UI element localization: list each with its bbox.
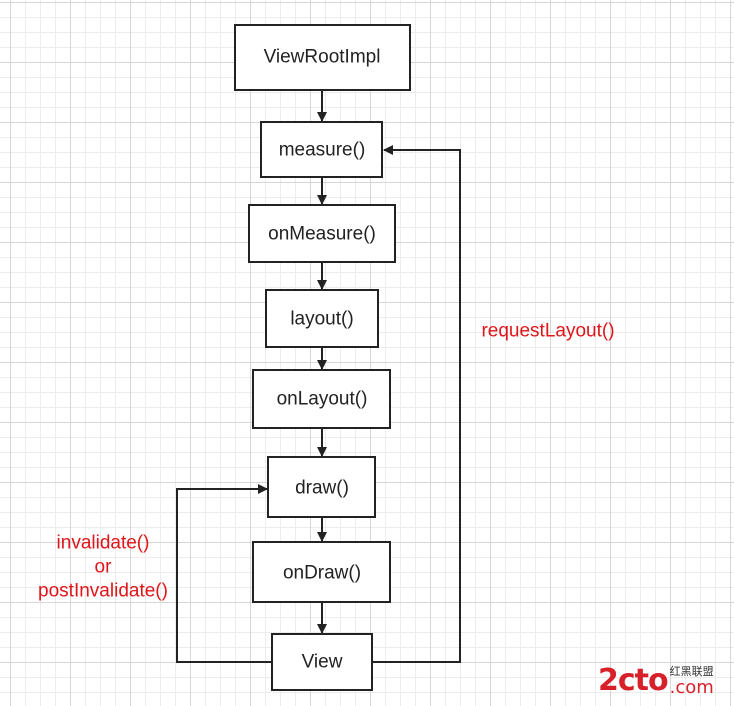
- node-label: layout(): [290, 309, 353, 330]
- arrow-invalidate-loop: [176, 484, 271, 663]
- edge-label-post-invalidate: postInvalidate(): [38, 581, 168, 602]
- watermark-side: 红黑联盟 .com: [670, 665, 714, 698]
- edge-label-request-layout: requestLayout(): [481, 321, 614, 342]
- node-label: onMeasure(): [268, 224, 376, 245]
- edge-label-invalidate: invalidate(): [57, 533, 150, 554]
- node-label: View: [302, 652, 343, 673]
- node-view: View: [271, 633, 373, 691]
- watermark-main: 2cto: [598, 663, 669, 698]
- node-ondraw: onDraw(): [252, 541, 391, 603]
- node-label: ViewRootImpl: [264, 47, 381, 68]
- node-onlayout: onLayout(): [252, 369, 391, 429]
- edge-label-or: or: [95, 557, 113, 578]
- arrow-request-layout-loop: [373, 145, 461, 663]
- watermark-suffix: .com: [669, 677, 714, 698]
- node-onmeasure: onMeasure(): [248, 204, 396, 263]
- node-label: onDraw(): [283, 563, 361, 584]
- node-label: onLayout(): [277, 389, 368, 410]
- node-viewrootimpl: ViewRootImpl: [234, 24, 411, 91]
- node-label: measure(): [279, 140, 366, 161]
- flow-arrows: [176, 91, 461, 663]
- node-measure: measure(): [260, 121, 383, 178]
- node-label: draw(): [295, 478, 349, 499]
- watermark-logo: 2cto 红黑联盟 .com: [598, 664, 714, 698]
- node-draw: draw(): [267, 456, 376, 518]
- watermark-cn: 红黑联盟: [669, 665, 714, 678]
- node-layout: layout(): [265, 289, 379, 348]
